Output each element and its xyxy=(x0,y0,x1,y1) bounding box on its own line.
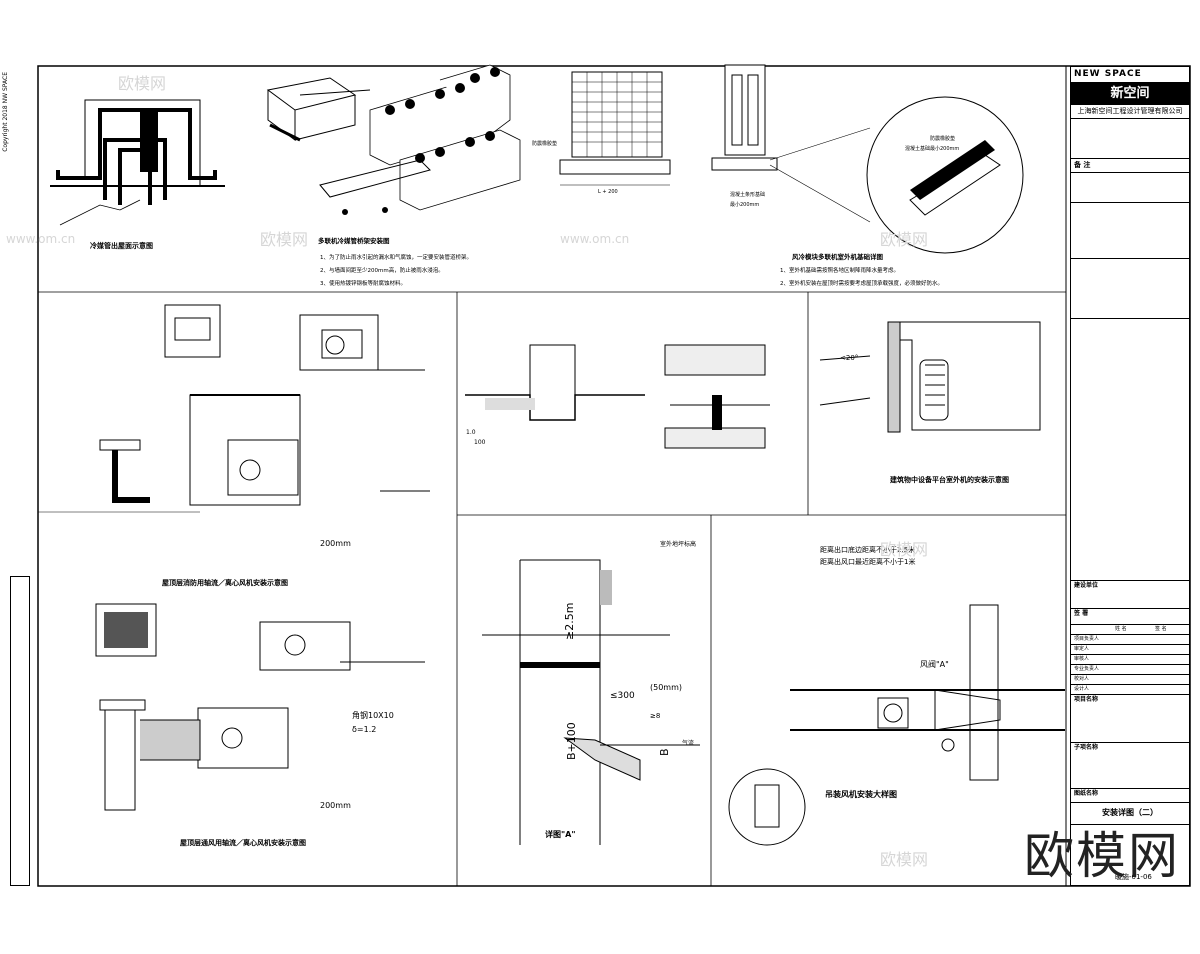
sign-role: 专业负责人 xyxy=(1071,665,1189,675)
d3-base-label: 混凝土基础最小200mm xyxy=(905,145,959,152)
diagram-detail-a: ≥2.5m ≤300 (50mm) ≥8 B+100 B 气流 室外地坪标高 详… xyxy=(482,540,700,845)
blank-row xyxy=(1071,319,1189,581)
d2-title: 多联机冷媒管桥架安装图 xyxy=(318,236,390,245)
watermark-soft: 欧模网 xyxy=(880,540,929,559)
diagram-equipment-platform: <20° 建筑物中设备平台室外机的安装示意图 xyxy=(819,321,1041,484)
sign-role: 审核人 xyxy=(1071,655,1189,665)
sign-role: 校对人 xyxy=(1071,675,1189,685)
d5-dim: 200mm xyxy=(320,801,351,810)
sign-header-name: 姓 名 xyxy=(1115,626,1127,632)
d9-title: 吊装风机安装大样图 xyxy=(825,789,897,799)
watermark-soft-url: www.om.cn xyxy=(6,232,76,246)
watermark-soft: 欧模网 xyxy=(118,74,167,93)
d3-note-1: 1、室外机基础需按照各地区制降雨降水量考虑。 xyxy=(780,266,899,274)
title-block: NEW SPACE 新空间 上海新空间工程设计管理有限公司 备 注 建设单位 签… xyxy=(1070,66,1190,886)
drawing-number-block: 暖施-01-06 xyxy=(1071,825,1189,887)
watermark-soft: 欧模网 xyxy=(880,850,929,869)
sign-header-row: 姓 名 签 名 xyxy=(1071,625,1189,635)
d3-note-2: 2、室外机安装在屋顶时需按要考虑屋顶承载强度，必须做好防水。 xyxy=(780,279,943,287)
d5-title: 屋顶层通风用轴流／离心风机安装示意图 xyxy=(180,838,306,847)
watermark-soft: 欧模网 xyxy=(880,230,929,249)
section-client: 建设单位 xyxy=(1071,581,1189,609)
d8-flow: 气流 xyxy=(682,739,694,747)
d8-dim-2: ≤300 xyxy=(610,691,635,701)
diagram-roof-pipe: 冷媒管出屋面示意图 xyxy=(50,99,225,250)
sign-header-sign: 签 名 xyxy=(1155,626,1167,632)
d2-note-3: 3、使用热镀锌钢板等耐腐蚀材料。 xyxy=(320,279,406,287)
sign-role: 设计人 xyxy=(1071,685,1189,695)
d7-dim-2: 100 xyxy=(474,439,486,446)
d3-concrete-label: 混凝土条形基础 xyxy=(730,191,765,198)
d8-grade: 室外地坪标高 xyxy=(660,540,696,548)
blank-row xyxy=(1071,259,1189,319)
d3-title: 风冷模块多联机室外机基础详图 xyxy=(792,252,884,261)
d6-angle: <20° xyxy=(840,354,858,362)
d4-title: 屋顶层消防用轴流／离心风机安装示意图 xyxy=(162,578,288,587)
d5-thickness: δ=1.2 xyxy=(352,725,376,734)
d5-steel: 角钢10X10 xyxy=(352,710,394,720)
d3-dim-label: L + 200 xyxy=(598,189,618,195)
diagram-wall-detail: 1.0 100 xyxy=(465,344,770,449)
d3-pad-label: 防震橡胶垫 xyxy=(532,140,557,147)
diagram-unit-foundation: L + 200 防震橡胶垫 混凝土条形基础 最小200mm 防震橡胶垫 混凝土基… xyxy=(532,64,1024,287)
d7-dim-1: 1.0 xyxy=(466,429,476,436)
section-sign: 签 署 xyxy=(1071,609,1189,625)
diagram-vent-fan: 角钢10X10 δ=1.2 200mm 屋顶层通风用轴流／离心风机安装示意图 xyxy=(95,603,425,847)
section-drawing-name: 图纸名称 xyxy=(1071,789,1189,803)
copyright-text: Copyright 2018 NW SPACE xyxy=(2,72,9,152)
section-project: 项目名称 xyxy=(1071,695,1189,743)
watermark-soft-url: www.om.cn xyxy=(560,232,630,246)
d9-height-1: 距离出口底边距离不小于2.5米 xyxy=(820,545,915,554)
d8-dim-6: (50mm) xyxy=(650,683,682,692)
d3-pad2-label: 防震橡胶垫 xyxy=(930,135,955,142)
section-subproject: 子项名称 xyxy=(1071,743,1189,789)
d1-title: 冷媒管出屋面示意图 xyxy=(90,241,153,250)
left-stamp-strip xyxy=(10,576,30,886)
brand-en: NEW SPACE xyxy=(1071,67,1189,83)
watermark: 欧模网 xyxy=(1024,827,1180,885)
sign-role: 审定人 xyxy=(1071,645,1189,655)
notice-text xyxy=(1071,173,1189,203)
d8-title: 详图"A" xyxy=(545,829,576,839)
d8-dim-1: ≥2.5m xyxy=(563,603,576,640)
brand-cn: 新空间 xyxy=(1071,83,1189,105)
watermark-soft: 欧模网 xyxy=(260,230,309,249)
d9-height-2: 距离出风口最近距离不小于1米 xyxy=(820,557,915,566)
drawing-name: 安装详图（二） xyxy=(1071,803,1189,825)
d6-title: 建筑物中设备平台室外机的安装示意图 xyxy=(890,475,1009,484)
d2-note-1: 1、为了防止雨水引起的漏水和气腐蚀，一定要安装管道桥架。 xyxy=(320,253,472,261)
diagram-suspended-fan: 风阀"A" 距离出口底边距离不小于2.5米 距离出风口最近距离不小于1米 吊装风… xyxy=(728,545,1065,846)
company-name: 上海新空间工程设计管理有限公司 xyxy=(1071,105,1189,119)
diagram-fire-fan: 200mm 屋顶层消防用轴流／离心风机安装示意图 xyxy=(38,304,430,587)
d8-dim-4: B xyxy=(658,748,671,756)
notice-title: 备 注 xyxy=(1071,159,1189,173)
d3-min-label: 最小200mm xyxy=(730,201,759,208)
d9-tag: 风阀"A" xyxy=(920,660,949,669)
d8-dim-5: ≥8 xyxy=(650,712,660,720)
d4-dim: 200mm xyxy=(320,539,351,548)
license-info xyxy=(1071,119,1189,159)
d8-dim-3: B+100 xyxy=(565,722,578,760)
blank-row xyxy=(1071,203,1189,259)
sign-role: 项目负责人 xyxy=(1071,635,1189,645)
d2-note-2: 2、与墙面间距至少200mm高，防止被雨水浸泡。 xyxy=(320,266,444,274)
drawing-number: 暖施-01-06 xyxy=(1115,872,1152,881)
diagram-cable-tray: 多联机冷媒管桥架安装图 1、为了防止雨水引起的漏水和气腐蚀，一定要安装管道桥架。… xyxy=(266,64,521,287)
